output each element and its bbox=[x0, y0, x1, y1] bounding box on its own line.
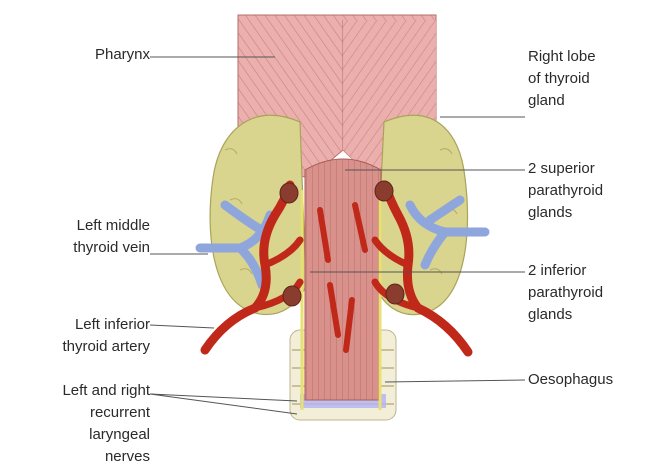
label-nerves-line3: laryngeal bbox=[5, 424, 150, 446]
label-vein-line1: Left middle bbox=[10, 215, 150, 237]
label-superior-line3: glands bbox=[528, 202, 648, 224]
label-left-inferior-artery: Left inferior thyroid artery bbox=[5, 314, 150, 358]
label-superior-line2: parathyroid bbox=[528, 180, 648, 202]
label-vein-line2: thyroid vein bbox=[10, 237, 150, 259]
label-recurrent-nerves: Left and right recurrent laryngeal nerve… bbox=[5, 380, 150, 468]
label-artery-line1: Left inferior bbox=[5, 314, 150, 336]
label-inferior-parathyroid: 2 inferior parathyroid glands bbox=[528, 260, 648, 326]
label-right-lobe-line3: gland bbox=[528, 90, 648, 112]
label-nerves-line4: nerves bbox=[5, 446, 150, 468]
label-oesophagus: Oesophagus bbox=[528, 369, 658, 391]
label-inferior-line1: 2 inferior bbox=[528, 260, 648, 282]
oesophagus-shape bbox=[305, 159, 381, 400]
label-nerves-line1: Left and right bbox=[5, 380, 150, 402]
label-inferior-line3: glands bbox=[528, 304, 648, 326]
label-pharynx-line: Pharynx bbox=[40, 44, 150, 66]
label-right-lobe: Right lobe of thyroid gland bbox=[528, 46, 648, 112]
label-superior-parathyroid: 2 superior parathyroid glands bbox=[528, 158, 648, 224]
label-left-middle-vein: Left middle thyroid vein bbox=[10, 215, 150, 259]
label-oesophagus-line: Oesophagus bbox=[528, 369, 658, 391]
label-right-lobe-line2: of thyroid bbox=[528, 68, 648, 90]
label-pharynx: Pharynx bbox=[40, 44, 150, 66]
label-nerves-line2: recurrent bbox=[5, 402, 150, 424]
label-inferior-line2: parathyroid bbox=[528, 282, 648, 304]
label-superior-line1: 2 superior bbox=[528, 158, 648, 180]
label-artery-line2: thyroid artery bbox=[5, 336, 150, 358]
label-right-lobe-line1: Right lobe bbox=[528, 46, 648, 68]
